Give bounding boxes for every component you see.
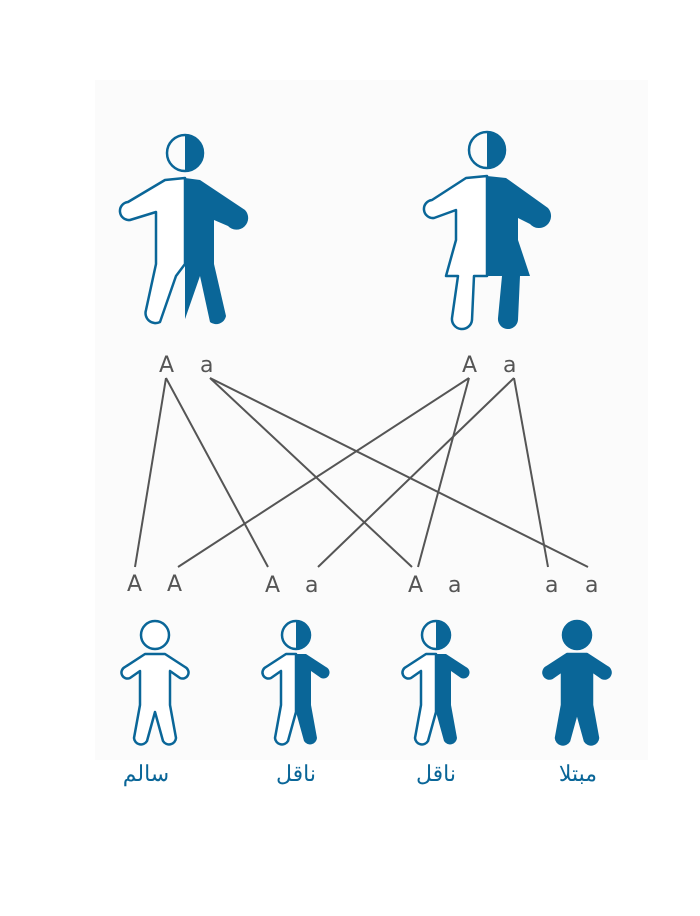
child-1-allele-2: A [167,572,182,597]
gamete-cross-lines [134,377,589,568]
cross-line [209,377,413,568]
child-4-figure [542,619,612,746]
cross-line [165,377,269,568]
child-4-allele-2: a [585,573,598,598]
child-2-allele-1: A [265,573,280,598]
child-3-allele-1: A [408,573,423,598]
mother-figure [422,130,552,331]
child-4-allele-1: a [545,573,558,598]
child-2-status-label: ناقل [275,762,316,787]
child-2-figure [261,619,330,746]
child-3-figure [401,619,470,746]
cross-line [513,377,549,568]
child-3-allele-2: a [448,573,461,598]
child-1-status-label: سالم [122,762,170,787]
cross-line [417,377,470,568]
mother-allele-1: A [462,353,477,378]
child-3-status-label: ناقل [415,762,456,787]
cross-line [317,377,515,568]
father-allele-1: A [159,353,174,378]
child-1-allele-1: A [127,572,142,597]
child-4-status-label: مبتلا [558,762,598,787]
cross-line [177,377,470,568]
child-1-figure [120,619,190,746]
father-allele-2: a [200,353,213,378]
child-2-allele-2: a [305,573,318,598]
cross-line [209,377,589,568]
mother-allele-2: a [503,353,516,378]
cross-line [134,377,167,568]
father-figure [118,133,249,325]
